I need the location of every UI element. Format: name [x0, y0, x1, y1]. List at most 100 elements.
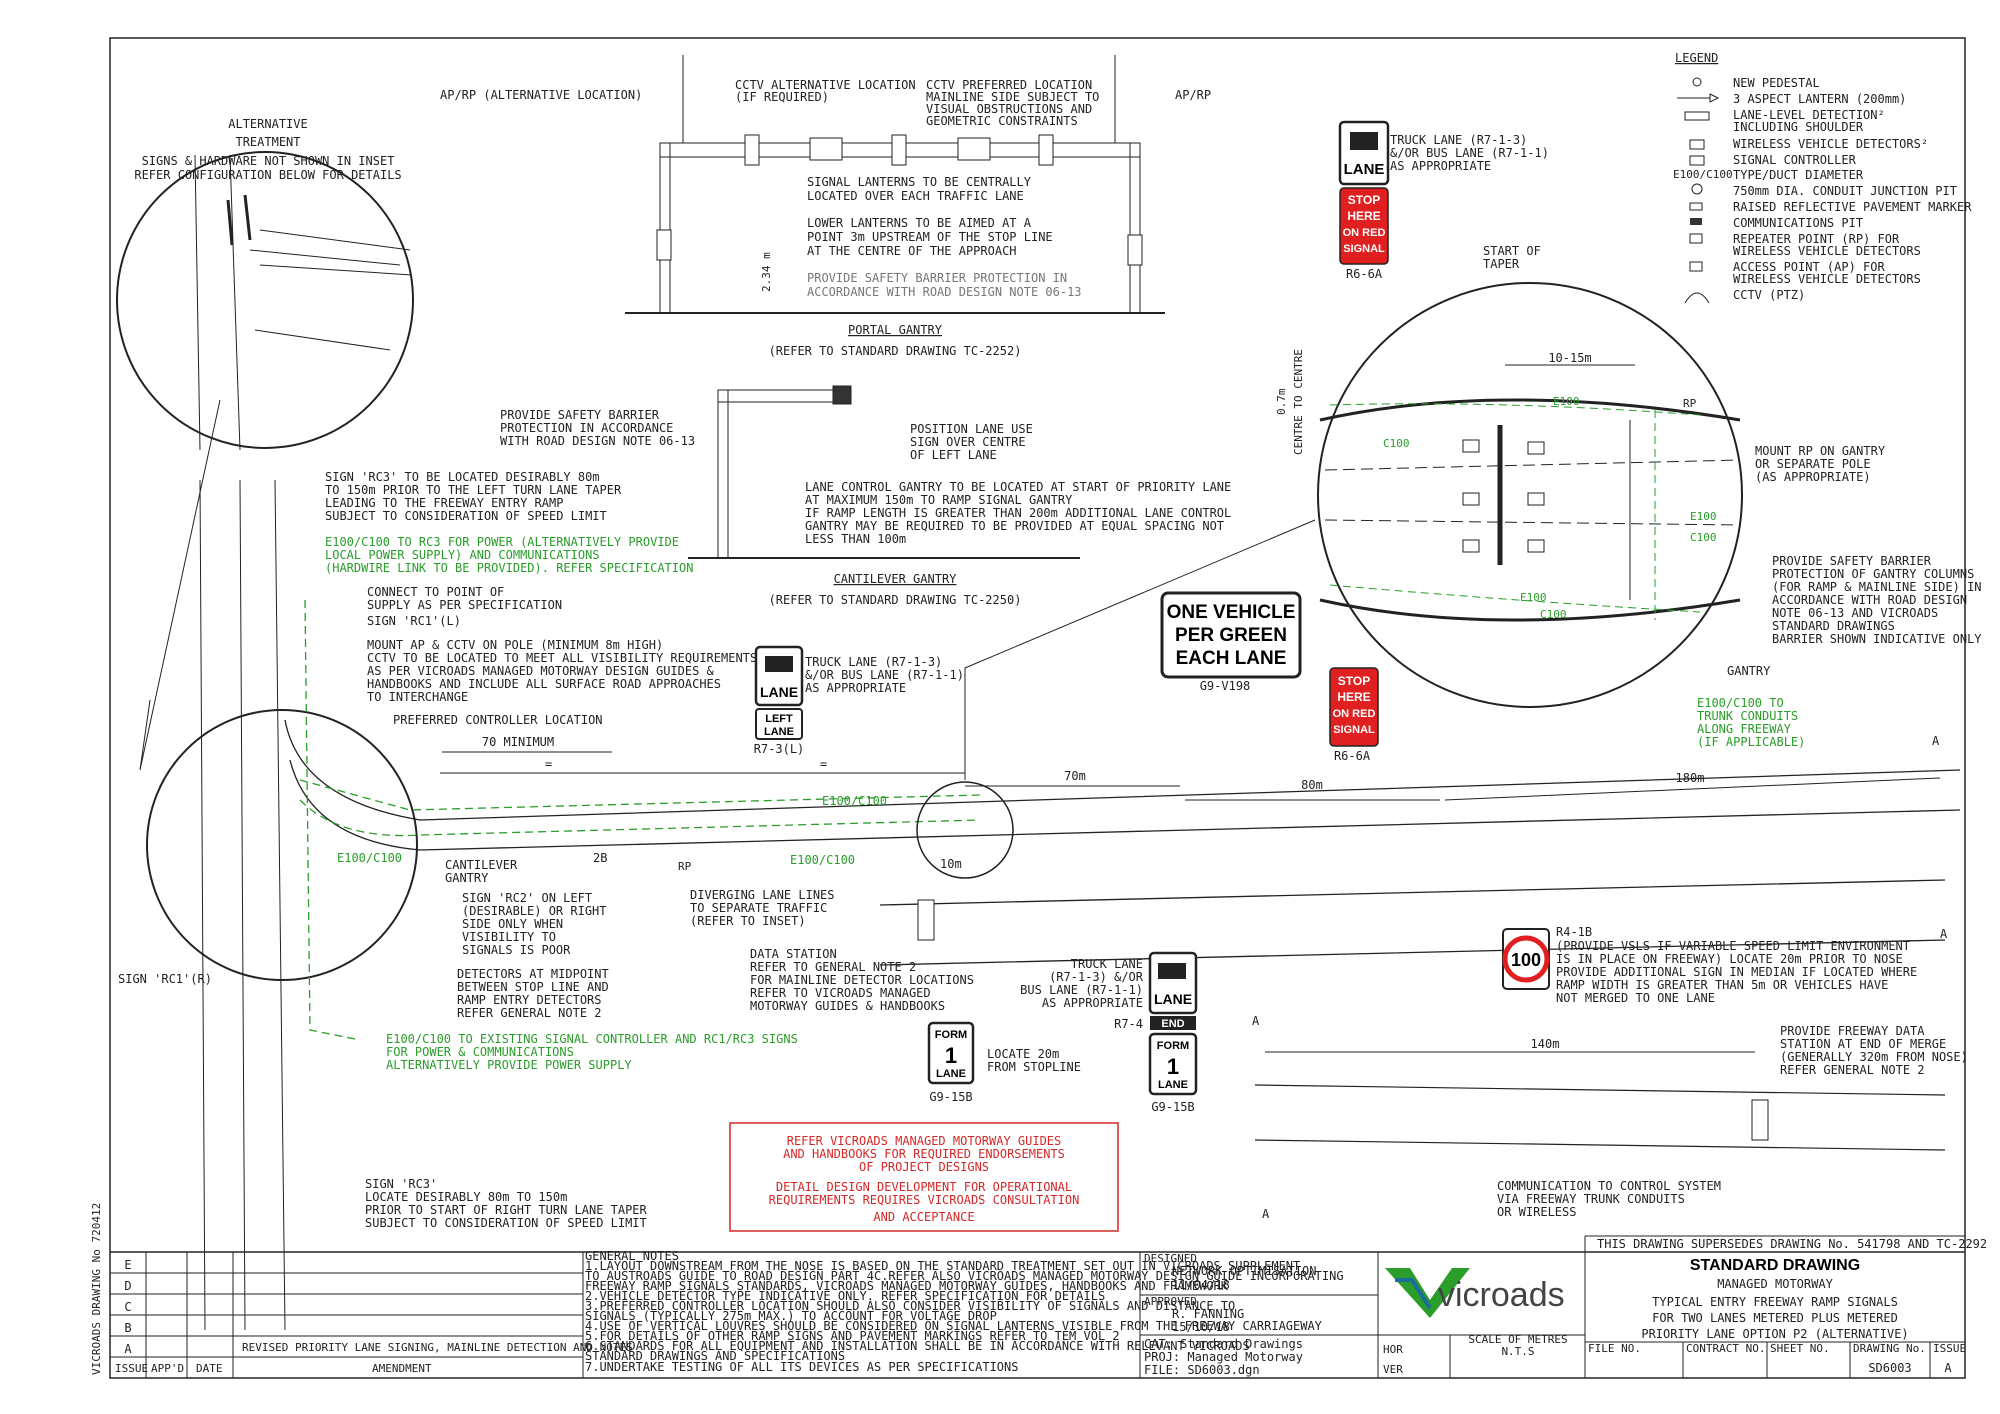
cant-label-2: GANTRY: [445, 871, 489, 885]
drawing-no-label: DRAWING No.: [1853, 1342, 1926, 1355]
legend-item-11: WIRELESS VEHICLE DETECTORS: [1733, 244, 1921, 258]
prot-5: NOTE 06-13 AND VICROADS: [1772, 606, 1938, 620]
portal-post-left: [659, 142, 671, 314]
vsls-3: PROVIDE ADDITIONAL SIGN IN MEDIAN IF LOC…: [1556, 965, 1917, 979]
form-one-lane-sign-1: [927, 1021, 975, 1085]
amend-a: REVISED PRIORITY LANE SIGNING, MAINLINE …: [242, 1341, 633, 1354]
red-l1: REFER VICROADS MANAGED MOTORWAY GUIDES: [787, 1134, 1062, 1148]
ctc-dim: 0.7m: [1275, 388, 1288, 415]
cat-label: CAT: Standard Drawings: [1144, 1337, 1303, 1351]
cant-lc-1: LANE CONTROL GANTRY TO BE LOCATED AT STA…: [805, 480, 1231, 494]
cant-lc-5: LESS THAN 100m: [805, 532, 906, 546]
inset-lanes: [1324, 459, 1741, 526]
ctc-label: CENTRE TO CENTRE: [1292, 349, 1305, 455]
note-2: FREEWAY RAMP SIGNALS STANDARDS, VICROADS…: [585, 1279, 1229, 1293]
truck-b-3: BUS LANE (R7-1-1): [1020, 983, 1143, 997]
div-2: TO SEPARATE TRAFFIC: [690, 901, 827, 915]
locate-1: LOCATE 20m: [987, 1047, 1059, 1061]
legend-item-5: SIGNAL CONTROLLER: [1733, 153, 1857, 167]
cantilever-ref: (REFER TO STANDARD DRAWING TC-2250): [769, 593, 1022, 607]
inset-e100-1: E100: [1553, 395, 1580, 408]
comm-2: VIA FREEWAY TRUNK CONDUITS: [1497, 1192, 1685, 1206]
inset-detector-6: [1527, 539, 1545, 553]
cant-pos-2: SIGN OVER CENTRE: [910, 435, 1026, 449]
det-2: BETWEEN STOP LINE AND: [457, 980, 609, 994]
cant-lc-2: AT MAXIMUM 150m TO RAMP SIGNAL GANTRY: [805, 493, 1073, 507]
portal-title: PORTAL GANTRY: [848, 323, 943, 337]
legend-item-10: REPEATER POINT (RP) FOR: [1733, 232, 1900, 246]
vsls-2: IS IN PLACE ON FREEWAY) LOCATE 20m PRIOR…: [1556, 952, 1903, 966]
connect-2: SUPPLY AS PER SPECIFICATION: [367, 598, 562, 612]
rc2-5: SIGNALS IS POOR: [462, 943, 571, 957]
inset-detector-5: [1527, 492, 1545, 506]
legend-item-14: CCTV (PTZ): [1733, 288, 1805, 302]
cantilever-post: [717, 389, 729, 559]
vsls-4: RAMP WIDTH IS GREATER THAN 5m OR VEHICLE…: [1556, 978, 1888, 992]
prot-1: PROVIDE SAFETY BARRIER: [1772, 554, 1932, 568]
inset-detector-1: [1462, 439, 1480, 453]
cant-lc-4: GANTRY MAY BE REQUIRED TO BE PROVIDED AT…: [805, 519, 1224, 533]
portal-ref: (REFER TO STANDARD DRAWING TC-2252): [769, 344, 1022, 358]
h-issue: ISSUE: [115, 1362, 148, 1375]
one-vehicle-sign-small-2: [957, 137, 991, 161]
rc2-4: VISIBILITY TO: [462, 930, 556, 944]
designed-date: 11/04/18: [1172, 1278, 1230, 1292]
fds-1: PROVIDE FREEWAY DATA: [1780, 1024, 1925, 1038]
truck-left-lane-sign: LANE LEFT LANE R7-3(L) TRUCK LANE (R7-1-…: [754, 645, 964, 756]
red-note-box: REFER VICROADS MANAGED MOTORWAY GUIDES A…: [729, 1122, 1119, 1232]
dim-180m: 180m: [1676, 771, 1705, 785]
rc2-3: SIDE ONLY WHEN: [462, 917, 563, 931]
cantilever-gantry: PROVIDE SAFETY BARRIER PROTECTION IN ACC…: [500, 385, 1231, 607]
form-2-l2: 1: [1167, 1054, 1179, 1079]
cctv-alt-label-1: CCTV ALTERNATIVE LOCATION: [735, 78, 916, 92]
note-1: TO AUSTROADS GUIDE TO ROAD DESIGN PART 4…: [585, 1269, 1344, 1283]
plan-annotations: SIGN 'RC3' TO BE LOCATED DESIRABLY 80m T…: [118, 470, 1968, 1230]
g915b-label-1: G9-15B: [929, 1090, 972, 1104]
prot-7: BARRIER SHOWN INDICATIVE ONLY: [1772, 632, 1982, 646]
title-managed-motorway: MANAGED MOTORWAY: [1717, 1277, 1833, 1291]
inset-c100-2: C100: [1690, 531, 1717, 544]
red-l5: REQUIREMENTS REQUIRES VICROADS CONSULTAT…: [769, 1193, 1080, 1207]
speed-sign-ring: [1502, 935, 1550, 983]
mount-1: MOUNT AP & CCTV ON POLE (MINIMUM 8m HIGH…: [367, 638, 663, 652]
r66a-label-top: R6-6A: [1346, 267, 1383, 281]
section-a-2: A: [1940, 927, 1948, 941]
form-1-l2: 1: [945, 1043, 957, 1068]
rc1l-label: SIGN 'RC1'(L): [367, 614, 461, 628]
stop-sign-l1: STOP: [1348, 193, 1380, 207]
ds-4: REFER TO VICROADS MANAGED: [750, 986, 931, 1000]
truck-icon-mid: [765, 656, 793, 672]
locate-2: FROM STOPLINE: [987, 1060, 1081, 1074]
lower-signs: FORM 1 LANE G9-15B LOCATE 20m FROM STOPL…: [927, 925, 1917, 1114]
trunk-1: E100/C100 TO: [1697, 696, 1784, 710]
rc3r-1: SIGN 'RC3': [365, 1177, 437, 1191]
form-2-l1: FORM: [1157, 1040, 1189, 1052]
stop-mid-l4: SIGNAL: [1333, 724, 1375, 736]
portal-height-dim: 2.34 m: [760, 252, 773, 292]
legend-item-4: WIRELESS VEHICLE DETECTORS²: [1733, 137, 1928, 151]
fds-3: (GENERALLY 320m FROM NOSE): [1780, 1050, 1968, 1064]
truck-mid-2: &/OR BUS LANE (R7-1-1): [805, 668, 964, 682]
inset-detector-3: [1462, 539, 1480, 553]
rc3-note-4: SUBJECT TO CONSIDERATION OF SPEED LIMIT: [325, 509, 607, 523]
rc3r-3: PRIOR TO START OF RIGHT TURN LANE TAPER: [365, 1203, 648, 1217]
plan-e100-2: E100/C100: [790, 853, 855, 867]
trunk-2: TRUNK CONDUITS: [1697, 709, 1798, 723]
rc1r-label: SIGN 'RC1'(R): [118, 972, 212, 986]
end-sign: [1150, 1016, 1196, 1030]
div-3: (REFER TO INSET): [690, 914, 806, 928]
inset-c100-3: C100: [1540, 608, 1567, 621]
approved-label: APPROVED: [1144, 1295, 1197, 1308]
cant-barrier-1: PROVIDE SAFETY BARRIER: [500, 408, 660, 422]
legend-item-6: TYPE/DUCT DIAMETER: [1733, 168, 1864, 182]
existing-2: FOR POWER & COMMUNICATIONS: [386, 1045, 574, 1059]
dim-80m: 80m: [1301, 778, 1323, 792]
red-l4: DETAIL DESIGN DEVELOPMENT FOR OPERATIONA…: [776, 1180, 1072, 1194]
cant-pos-1: POSITION LANE USE: [910, 422, 1033, 436]
gantry-inset-circle: [916, 781, 1014, 879]
inset-detector-2: [1462, 492, 1480, 506]
mount-rp-1: MOUNT RP ON GANTRY: [1755, 444, 1886, 458]
cctv-pref-label-3: VISUAL OBSTRUCTIONS AND: [926, 102, 1092, 116]
truck-mid-1: TRUCK LANE (R7-1-3): [805, 655, 942, 669]
note-7: 5.FOR DETAILS OF OTHER RAMP SIGNS AND PA…: [585, 1329, 1120, 1343]
